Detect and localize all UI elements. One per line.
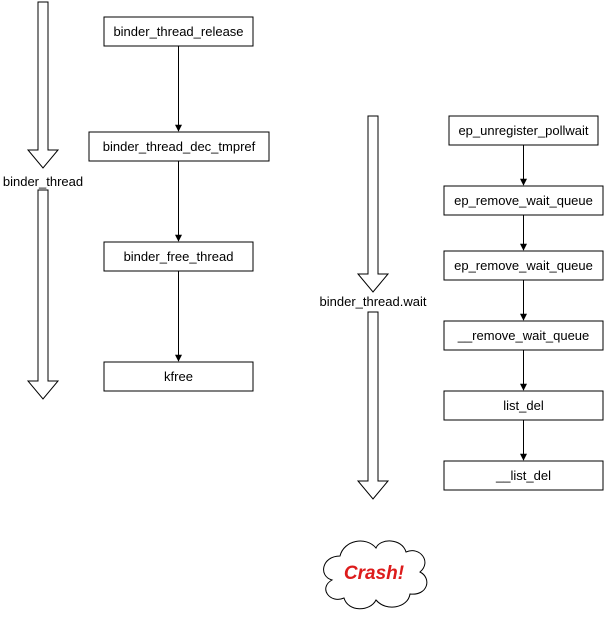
crash-cloud: Crash! (323, 540, 428, 610)
left-step-3: binder_free_thread (103, 241, 254, 272)
svg-text:binder_thread_release: binder_thread_release (113, 24, 243, 39)
svg-text:kfree: kfree (164, 369, 193, 384)
right-step-2: ep_remove_wait_queue (443, 185, 604, 216)
svg-text:ep_unregister_pollwait: ep_unregister_pollwait (458, 123, 588, 138)
right-lifetime-label: binder_thread.wait (320, 294, 427, 309)
svg-text:__remove_wait_queue: __remove_wait_queue (457, 328, 590, 343)
crash-label: Crash! (344, 563, 404, 584)
left-step-4: kfree (103, 361, 254, 392)
svg-text:binder_thread_dec_tmpref: binder_thread_dec_tmpref (103, 139, 256, 154)
right-step-5: list_del (443, 390, 604, 421)
right-step-3: ep_remove_wait_queue (443, 250, 604, 281)
left-lifetime-arrow: binder_thread (3, 1, 83, 400)
left-step-2: binder_thread_dec_tmpref (88, 131, 270, 162)
left-step-1: binder_thread_release (103, 16, 254, 47)
svg-text:binder_free_thread: binder_free_thread (124, 249, 234, 264)
right-step-6: __list_del (443, 460, 604, 491)
svg-text:ep_remove_wait_queue: ep_remove_wait_queue (454, 258, 593, 273)
svg-text:list_del: list_del (503, 398, 544, 413)
right-step-1: ep_unregister_pollwait (448, 115, 599, 146)
left-lifetime-label: binder_thread (3, 174, 83, 189)
svg-text:ep_remove_wait_queue: ep_remove_wait_queue (454, 193, 593, 208)
right-step-4: __remove_wait_queue (443, 320, 604, 351)
svg-text:__list_del: __list_del (495, 468, 551, 483)
right-lifetime-arrow: binder_thread.wait (320, 115, 427, 500)
